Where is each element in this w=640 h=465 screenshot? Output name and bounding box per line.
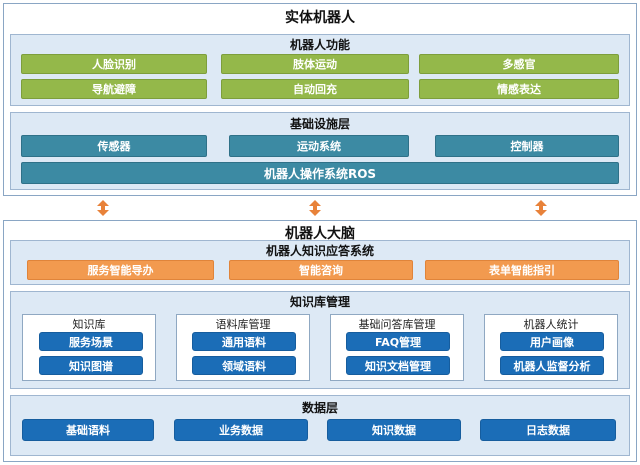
- kb-group-title: 机器人统计: [523, 318, 579, 331]
- kb-user-profile: 用户画像: [500, 332, 604, 351]
- data-logs: 日志数据: [480, 419, 616, 441]
- function-limb-motion: 肢体运动: [221, 54, 409, 74]
- kb-domain-corpus: 领域语料: [192, 356, 296, 375]
- kb-document-management: 知识文档管理: [346, 356, 450, 375]
- data-knowledge: 知识数据: [327, 419, 461, 441]
- infra-sensor: 传感器: [21, 135, 207, 157]
- kb-faq-management: FAQ管理: [346, 332, 450, 351]
- kb-service-scenario: 服务场景: [39, 332, 143, 351]
- function-face-recognition: 人脸识别: [21, 54, 207, 74]
- robot-brain-title: 机器人大脑: [285, 226, 355, 242]
- data-layer-title: 数据层: [301, 401, 338, 415]
- infra-motion-system: 运动系统: [229, 135, 409, 157]
- knowledge-base-title: 知识库管理: [289, 295, 350, 309]
- infrastructure-title: 基础设施层: [289, 117, 350, 131]
- kb-robot-monitoring: 机器人监督分析: [500, 356, 604, 375]
- qa-form-guide: 表单智能指引: [425, 260, 619, 280]
- physical-robot-title: 实体机器人: [285, 10, 355, 26]
- data-business: 业务数据: [174, 419, 308, 441]
- double-arrow-icon: [309, 200, 321, 216]
- kb-group-title: 语料库管理: [215, 318, 271, 331]
- kb-knowledge-graph: 知识图谱: [39, 356, 143, 375]
- infra-controller: 控制器: [435, 135, 619, 157]
- kb-general-corpus: 通用语料: [192, 332, 296, 351]
- function-multi-sensory: 多感官: [419, 54, 619, 74]
- function-emotion: 情感表达: [419, 79, 619, 99]
- data-base-corpus: 基础语料: [22, 419, 154, 441]
- robot-functions-title: 机器人功能: [289, 38, 350, 52]
- function-auto-charge: 自动回充: [221, 79, 409, 99]
- infra-ros: 机器人操作系统ROS: [21, 162, 619, 184]
- qa-smart-consult: 智能咨询: [229, 260, 413, 280]
- function-navigation: 导航避障: [21, 79, 207, 99]
- qa-service-guide: 服务智能导办: [27, 260, 214, 280]
- double-arrow-icon: [97, 200, 109, 216]
- kb-group-title: 基础问答库管理: [358, 318, 436, 331]
- kb-group-title: 知识库: [72, 318, 106, 331]
- double-arrow-icon: [535, 200, 547, 216]
- qa-system-title: 机器人知识应答系统: [265, 244, 374, 258]
